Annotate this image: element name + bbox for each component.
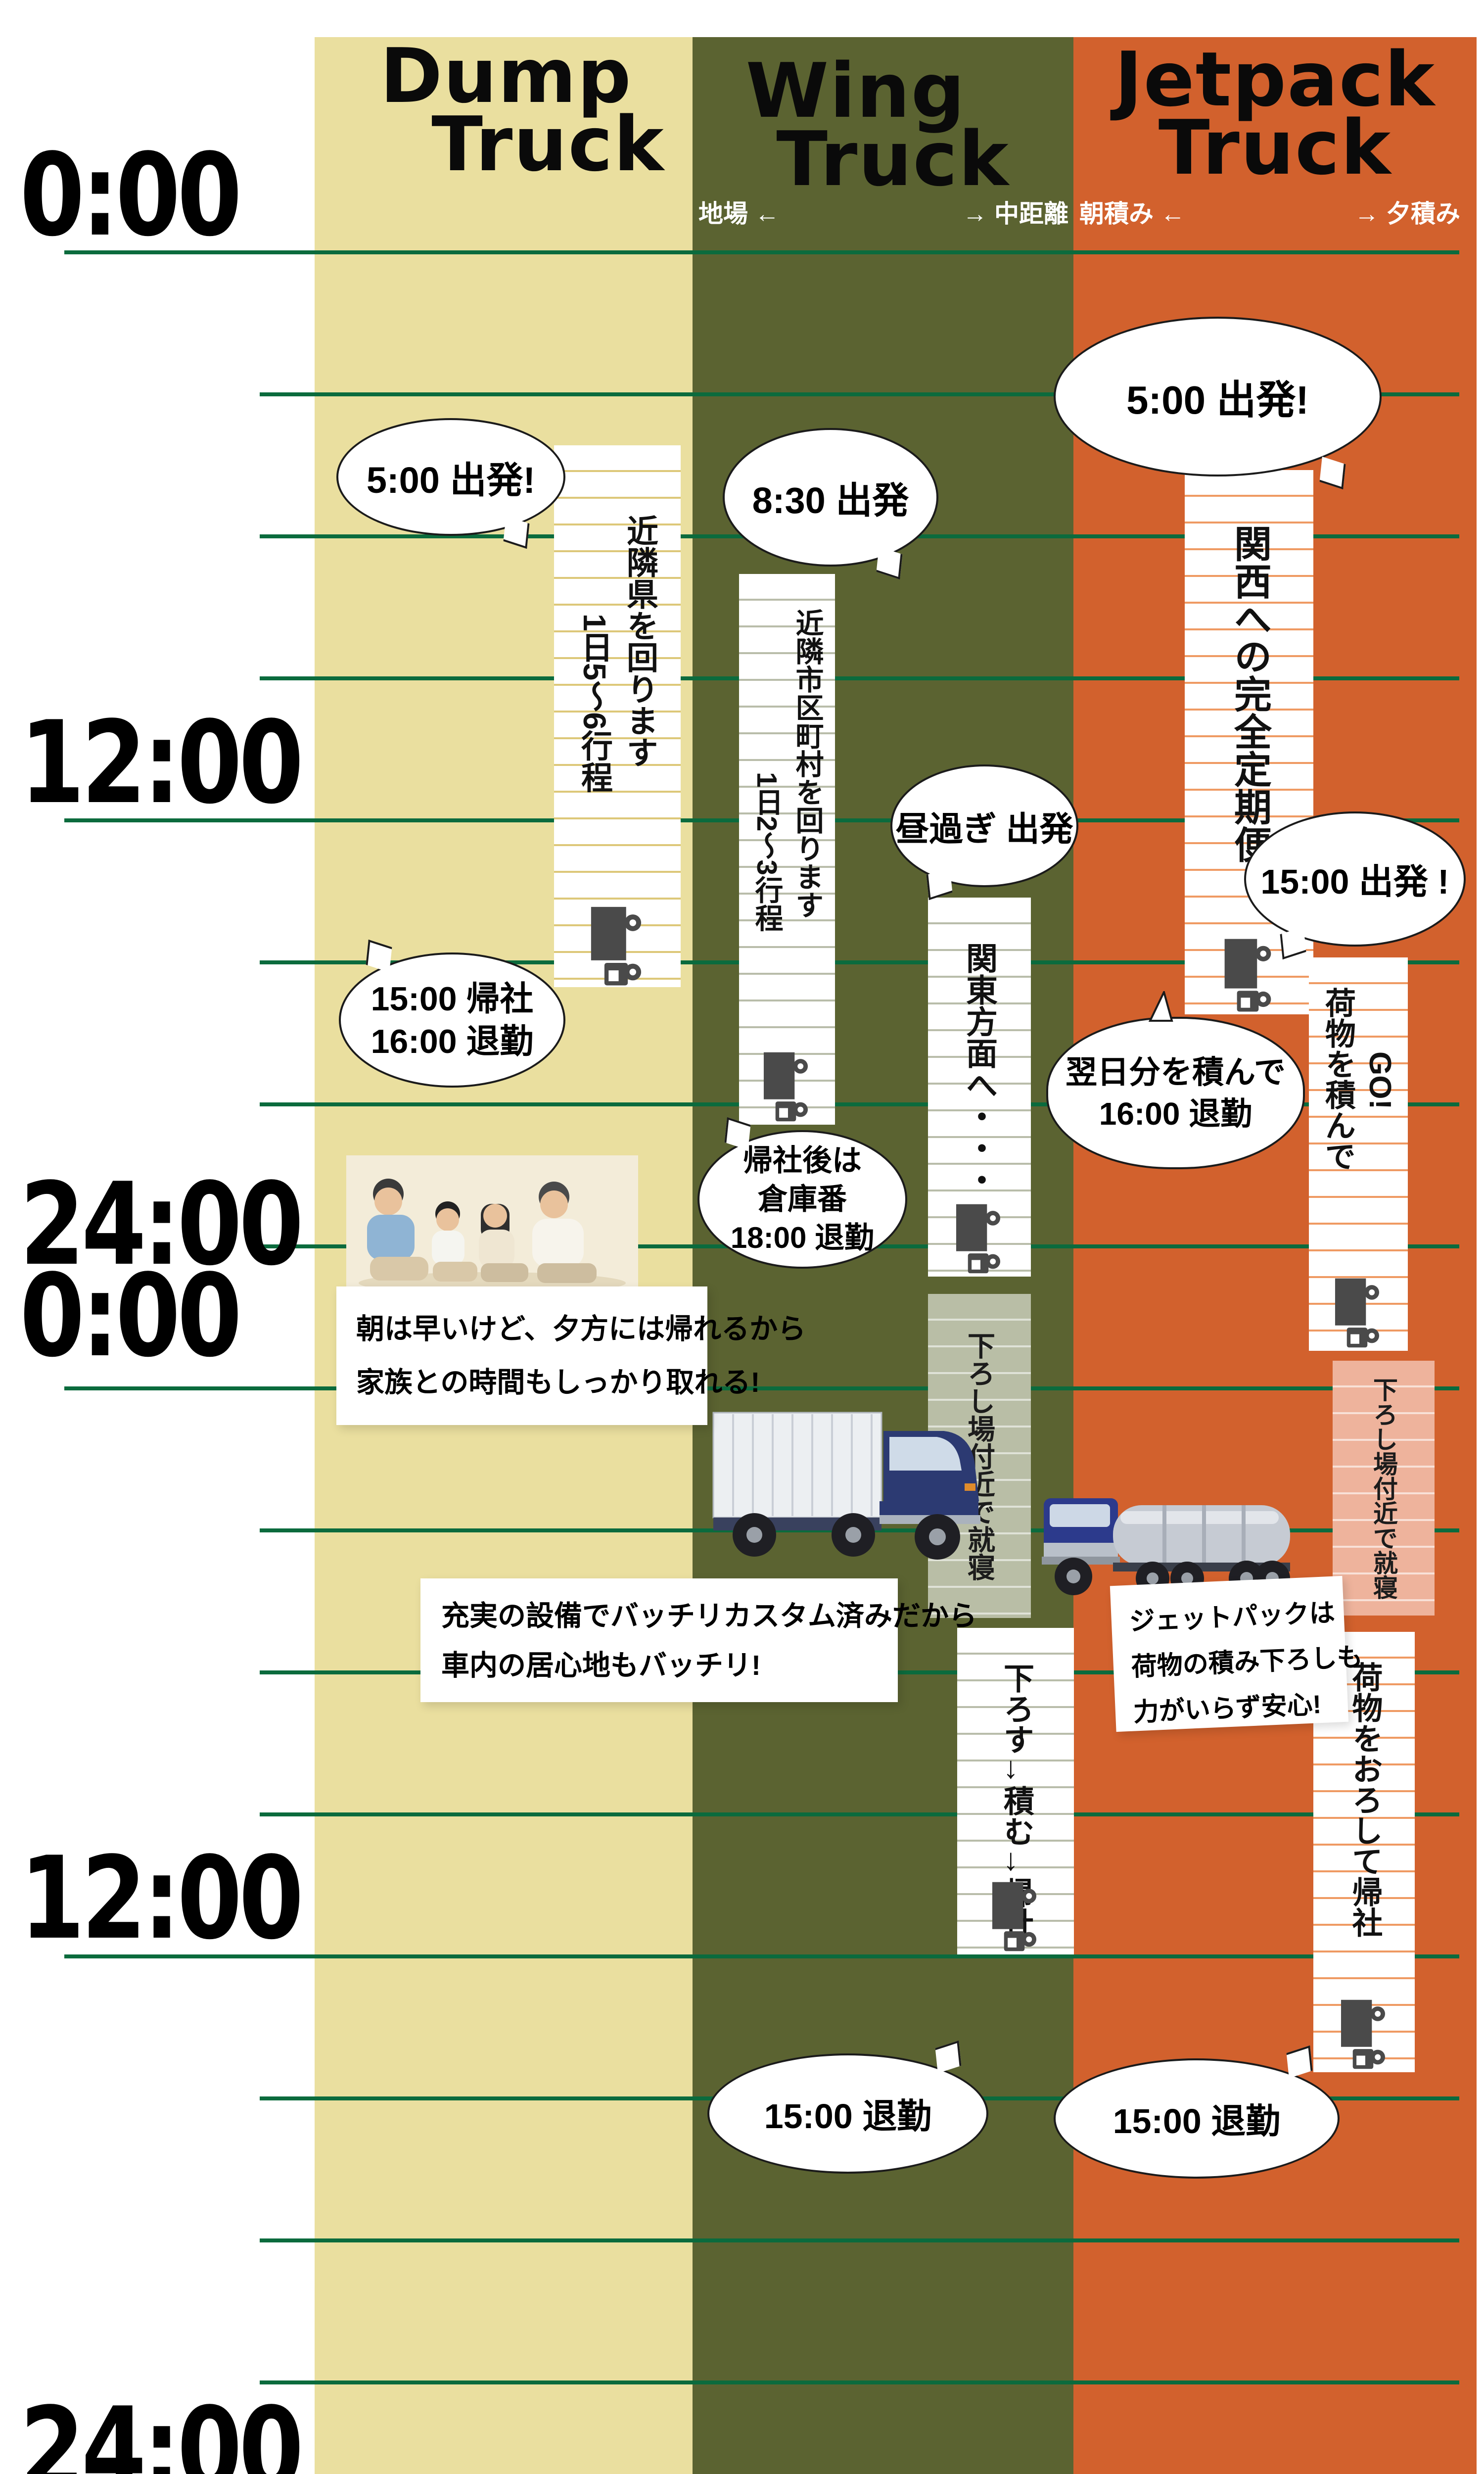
timeline-line <box>260 2238 1459 2242</box>
header-wing-line2: Truck <box>776 115 1010 203</box>
header-wing-truck: Wing Truck <box>693 53 1073 197</box>
truck-icon <box>1223 935 1275 1014</box>
timeline-line <box>260 1102 1459 1106</box>
time-label-2400-day2: 24:00 <box>20 2383 304 2474</box>
bubble-text: 昼過ぎ 出発 <box>895 810 1073 848</box>
time-label-1200-day2: 12:00 <box>20 1833 304 1965</box>
bubble-tail <box>1148 991 1173 1022</box>
speech-bubble-jetpack-load: 翌日分を積んで 16:00 退勤 <box>1046 991 1305 1169</box>
banner-jetpack-go: 荷物を積んで GO! <box>1309 957 1408 1351</box>
subtitle-wing: 地場 ← → 中距離 <box>698 194 1068 230</box>
note-text-line: 家族との時間もしっかり取れる! <box>356 1367 760 1398</box>
time-label-0000: 0:00 <box>20 130 242 262</box>
speech-bubble-jetpack-depart2: 15:00 出発 ! <box>1244 811 1466 960</box>
bubble-text: 5:00 出発! <box>366 459 536 501</box>
timeline-line <box>260 676 1459 680</box>
bubble-text: 15:00 退勤 <box>764 2097 932 2136</box>
timeline-line <box>64 1386 1459 1390</box>
timeline-line <box>260 1812 1459 1816</box>
speech-bubble-wing-noon: 昼過ぎ 出発 <box>890 764 1078 901</box>
banner-wing-sleep: 下ろし場付近で就寝 <box>928 1294 1031 1618</box>
banner-text-line: 荷物をおろして帰社 <box>1347 1662 1382 1938</box>
bubble-text: 15:00 出発 ! <box>1260 862 1449 901</box>
header-dump-truck: Dump Truck <box>320 39 693 182</box>
bubble-text: 5:00 出発! <box>1126 378 1309 422</box>
header-wing-line1: Wing <box>745 47 966 135</box>
truck-icon <box>955 1201 1004 1275</box>
bubble-text: 帰社後は <box>743 1144 862 1177</box>
subtitle-jetpack-left: 朝積み ← <box>1079 200 1185 228</box>
bubble-text: 8:30 出発 <box>752 479 909 521</box>
banner-wing-trips: 1日2〜3行程 近隣市区町村を回ります <box>739 574 835 1125</box>
subtitle-wing-left: 地場 ← <box>698 200 780 228</box>
note-dump-family: 朝は早いけど、夕方には帰れるから 家族との時間もしっかり取れる! <box>336 1286 806 1425</box>
banner-dump-trips: 1日5〜6行程 近隣県を回ります <box>554 445 681 987</box>
bubble-text: 16:00 退勤 <box>371 1022 534 1060</box>
note-text-line: 車内の居心地もバッチリ! <box>441 1650 761 1681</box>
timeline-line <box>64 1954 1459 1958</box>
subtitle-jetpack: 朝積み ← → 夕積み <box>1079 194 1460 230</box>
note-text-line: 充実の設備でバッチリカスタム済みだから <box>441 1600 977 1632</box>
banner-text-line: 荷物を積んで <box>1320 987 1354 1171</box>
truck-icon <box>762 1049 812 1123</box>
note-text-line: 朝は早いけど、夕方には帰れるから <box>356 1313 806 1345</box>
speech-bubble-dump-depart: 5:00 出発! <box>336 418 565 549</box>
speech-bubble-jetpack-depart: 5:00 出発! <box>1054 317 1382 490</box>
speech-bubble-wing-off: 15:00 退勤 <box>707 2040 988 2174</box>
bubble-text: 翌日分を積んで <box>1066 1054 1286 1090</box>
subtitle-jetpack-right: → 夕積み <box>1354 200 1460 228</box>
bubble-text: 倉庫番 <box>758 1183 847 1216</box>
subtitle-wing-right: → 中距離 <box>963 200 1068 228</box>
banner-text-line: 近隣市区町村を回ります <box>791 609 823 919</box>
family-photo <box>346 1155 638 1294</box>
speech-bubble-dump-return: 15:00 帰社 16:00 退勤 <box>339 939 565 1088</box>
truck-icon <box>991 1879 1040 1953</box>
note-jetpack-easy: ジェットパックは 荷物の積み下ろしも 力がいらず安心! <box>1110 1575 1363 1732</box>
note-text-line: ジェットパックは <box>1128 1598 1336 1636</box>
truck-icon <box>1340 1997 1389 2071</box>
time-label-1200: 12:00 <box>20 697 304 829</box>
bubble-text: 15:00 退勤 <box>1113 2102 1281 2141</box>
time-label-0000-day2: 0:00 <box>20 1250 242 1382</box>
header-jetpack-truck: Jetpack Truck <box>1073 42 1477 191</box>
header-dump-line2: Truck <box>431 100 665 188</box>
timeline-line <box>64 250 1459 254</box>
truck-icon <box>1334 1275 1383 1349</box>
wing-truck-photo <box>707 1385 984 1569</box>
note-wing-custom: 充実の設備でバッチリカスタム済みだから 車内の居心地もバッチリ! <box>420 1578 977 1702</box>
banner-text-line: 関西への完全定期便 <box>1228 524 1270 863</box>
note-text-line: 荷物の積み下ろしも <box>1130 1643 1363 1682</box>
banner-wing-cycle: 下ろす→積む→帰社 <box>957 1628 1074 1954</box>
note-text-line: 力がいらず安心! <box>1132 1690 1322 1727</box>
header-jetpack-line2: Truck <box>1158 104 1392 191</box>
timeline-line <box>260 392 1459 396</box>
speech-bubble-jetpack-off: 15:00 退勤 <box>1054 2045 1340 2179</box>
timeline-line <box>260 960 1459 964</box>
header-jetpack-line1: Jetpack <box>1114 36 1436 123</box>
timeline-line <box>260 2380 1459 2384</box>
banner-text-line: 下ろし場付近で就寝 <box>1370 1377 1397 1600</box>
banner-jetpack-sleep: 下ろし場付近で就寝 <box>1333 1361 1435 1616</box>
banner-text-line: GO! <box>1363 1051 1397 1110</box>
tanker-truck-photo <box>1039 1479 1294 1603</box>
banner-text-line: 1日2〜3行程 <box>751 772 783 932</box>
banner-text-line: 1日5〜6行程 <box>577 614 612 793</box>
header-dump-line1: Dump <box>380 32 632 120</box>
bubble-text: 18:00 退勤 <box>730 1221 875 1254</box>
truck-icon <box>590 904 646 988</box>
speech-bubble-wing-depart: 8:30 出発 <box>723 428 938 580</box>
banner-wing-kanto: 関東方面へ・・・ <box>928 898 1031 1277</box>
bubble-text: 16:00 退勤 <box>1099 1096 1252 1132</box>
speech-bubble-wing-warehouse: 帰社後は 倉庫番 18:00 退勤 <box>697 1117 907 1269</box>
banner-text-line: 関東方面へ・・・ <box>962 942 997 1195</box>
time-label-2400: 24:00 <box>20 1159 304 1291</box>
banner-text-line: 近隣県を回ります <box>622 515 658 768</box>
bubble-text: 15:00 帰社 <box>371 980 534 1018</box>
